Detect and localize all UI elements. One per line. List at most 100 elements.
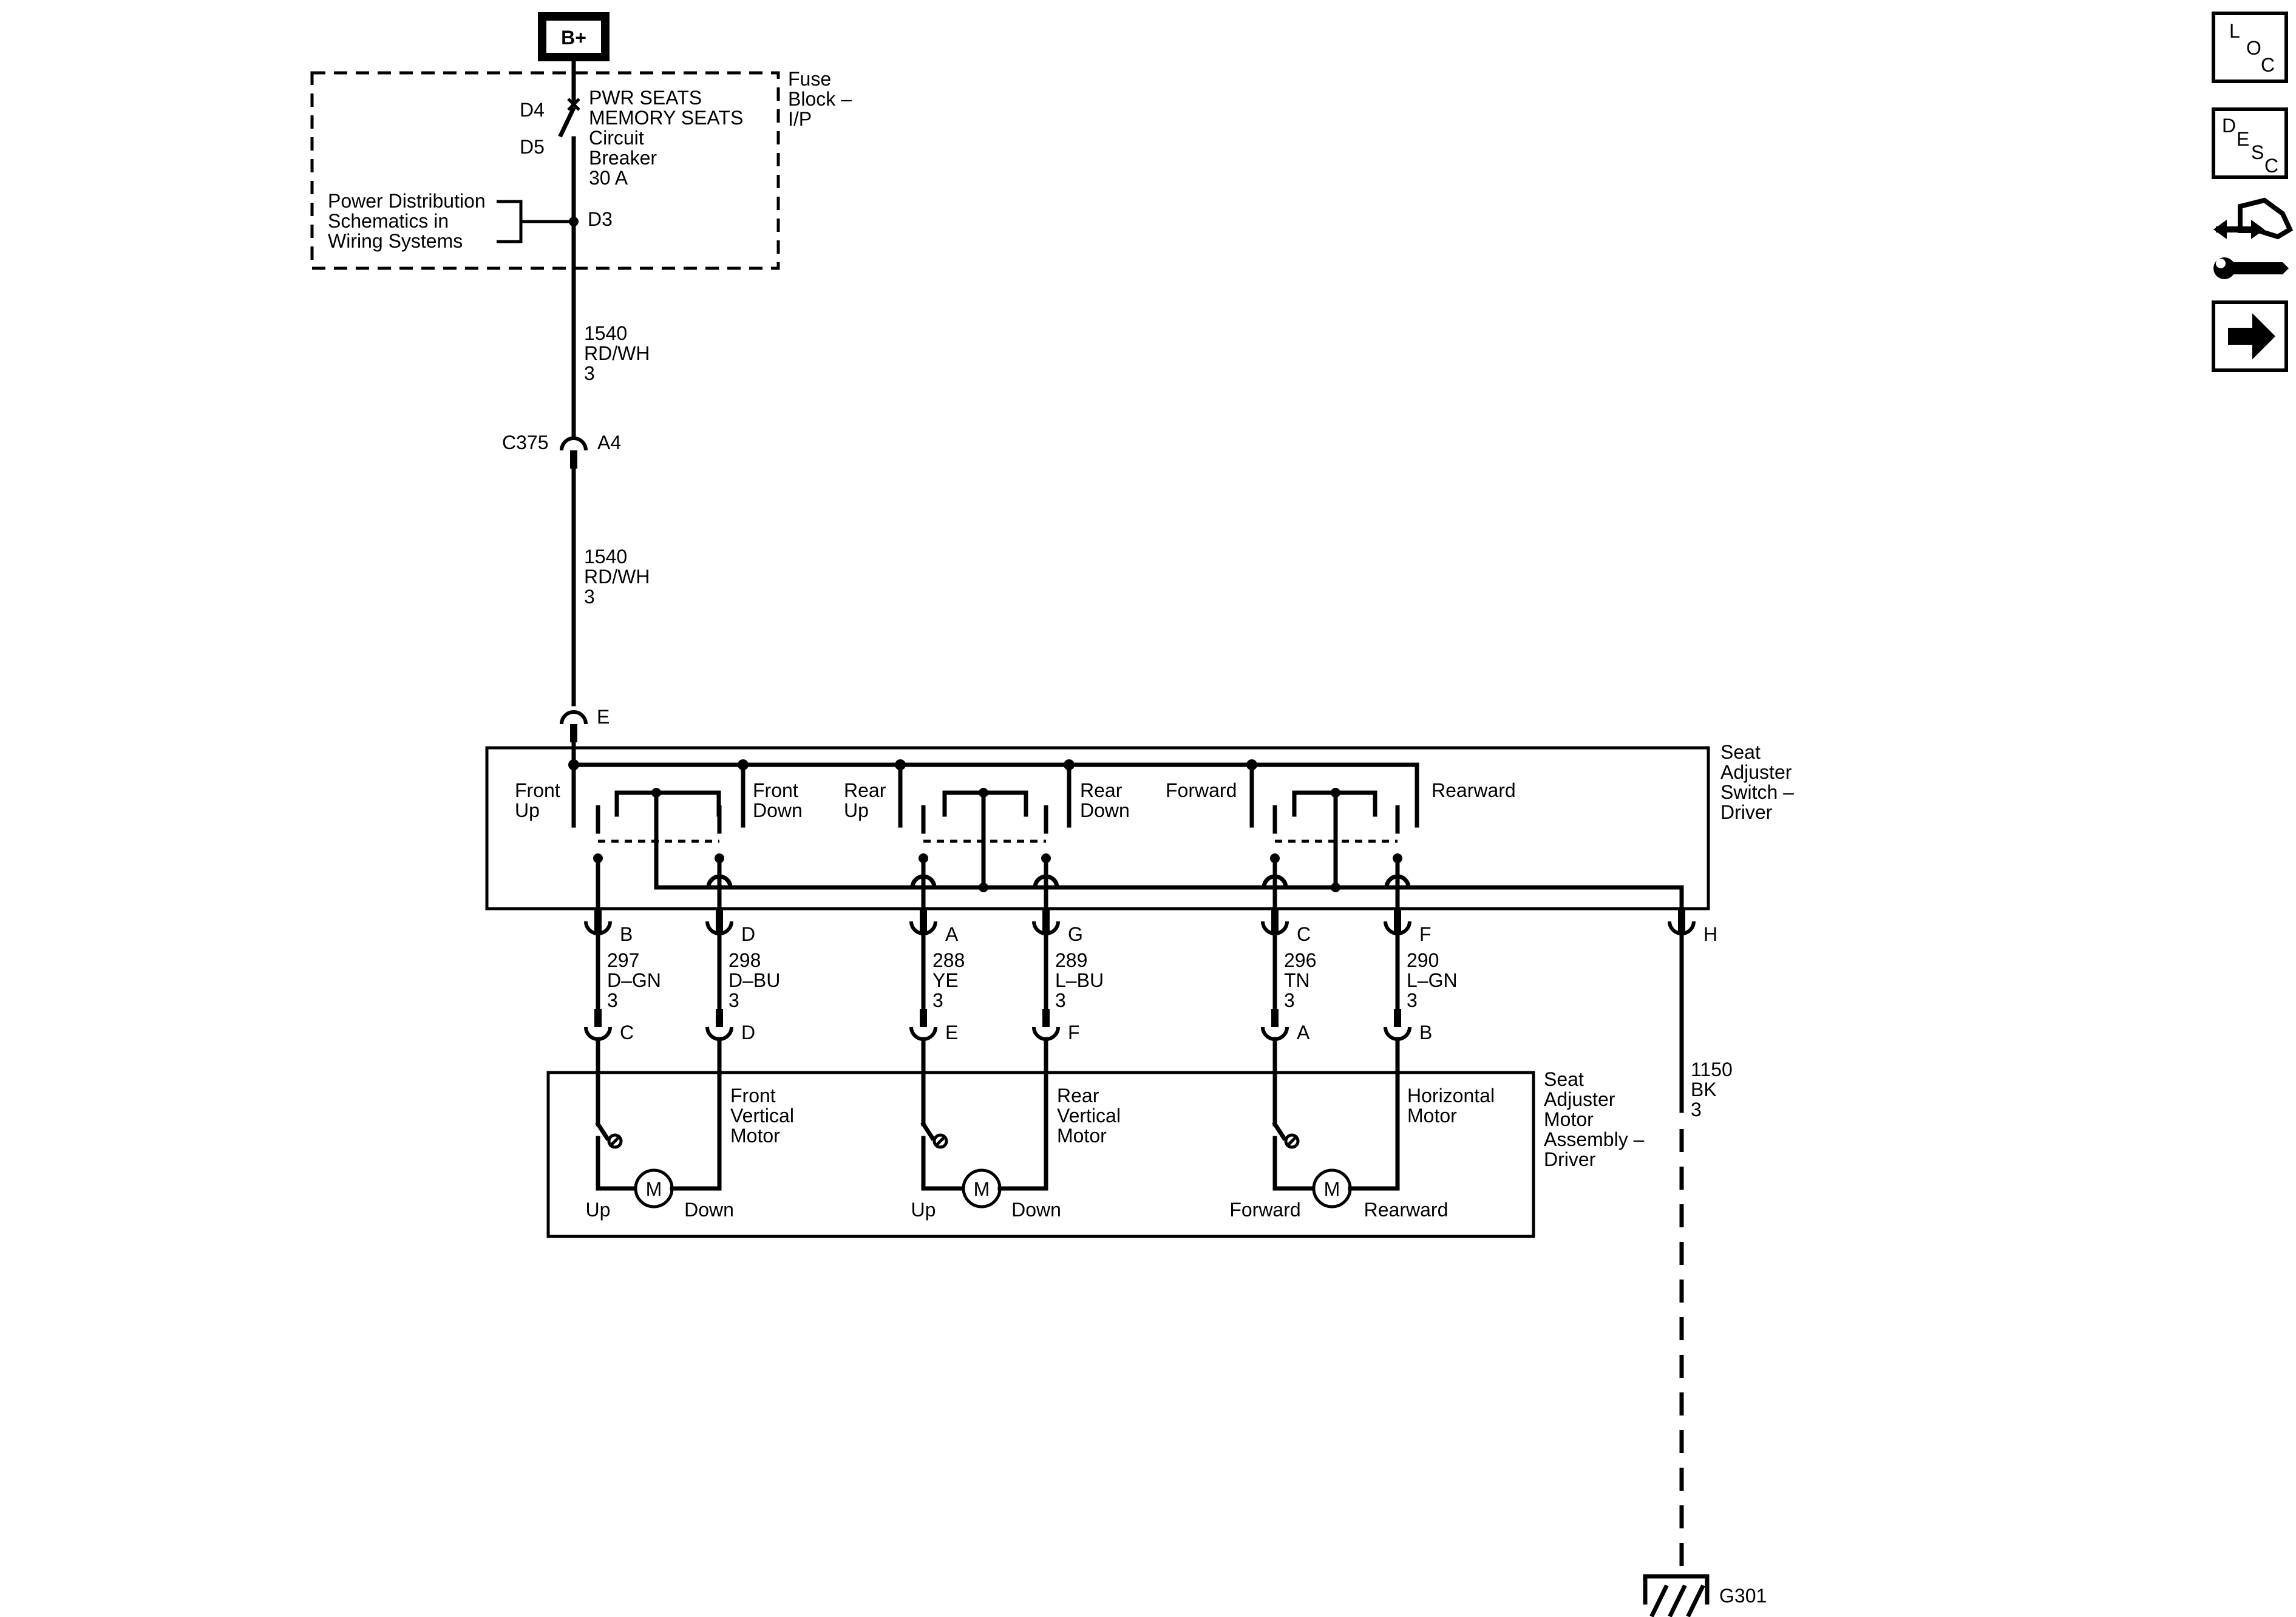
svg-text:Driver: Driver [1720,801,1773,823]
svg-text:A: A [1297,1022,1310,1043]
pin-d3: D3 [588,208,613,230]
svg-text:1150: 1150 [1691,1059,1733,1080]
svg-text:3: 3 [584,586,595,608]
svg-text:289: 289 [1055,949,1087,971]
svg-text:298: 298 [729,949,761,971]
svg-text:3: 3 [584,362,595,384]
svg-text:C375: C375 [502,432,549,453]
connector-repair-icon[interactable] [2213,197,2294,279]
svg-text:L–GN: L–GN [1407,969,1458,991]
svg-text:Seat: Seat [1720,741,1761,763]
seat-adjuster-switch-outline [485,746,1710,910]
svg-text:Down: Down [1080,799,1130,821]
switch-pin-c: C [1261,909,1311,945]
ground-g301: G301 [1643,1574,1767,1617]
pin-d5: D5 [520,136,545,158]
svg-text:MEMORY SEATS: MEMORY SEATS [589,107,743,129]
svg-text:Up: Up [515,799,540,821]
svg-text:Fuse: Fuse [788,68,831,90]
ground-wire-label: 1150 BK 3 [1691,1059,1733,1120]
seat-adjuster-switch-label: Seat Adjuster Switch – Driver [1720,741,1794,823]
motor-pin-f: F [1032,1009,1080,1043]
switch-output-connectors: B D A G C F H [584,909,1717,945]
svg-text:B: B [620,923,633,945]
switch-pin-b: B [584,909,633,945]
svg-text:Forward: Forward [1166,779,1237,801]
switch-pin-f: F [1384,909,1432,945]
switch-pin-a: A [909,909,959,945]
svg-text:Front: Front [515,779,560,801]
svg-text:F: F [1068,1022,1080,1043]
svg-text:D: D [741,1022,755,1043]
svg-text:E: E [945,1022,958,1043]
svg-text:Adjuster: Adjuster [1544,1088,1615,1110]
svg-text:Motor: Motor [1407,1105,1457,1127]
svg-text:H: H [1703,923,1717,945]
svg-text:RD/WH: RD/WH [584,342,650,364]
motor-pin-d: D [705,1009,755,1043]
desc-button[interactable]: D E S C [2212,107,2288,179]
svg-text:Down: Down [753,799,803,821]
motor-pin-c: C [584,1009,634,1043]
svg-text:Motor: Motor [1544,1108,1594,1130]
svg-text:3: 3 [1055,989,1066,1011]
svg-text:Block –: Block – [788,88,852,110]
svg-text:Motor: Motor [730,1125,780,1147]
svg-text:C: C [2261,54,2275,76]
svg-text:C: C [1297,923,1311,945]
switch-output-conductors [596,856,1411,924]
svg-text:Up: Up [586,1199,611,1221]
power-distribution-reference: Power Distribution Schematics in Wiring … [328,190,574,252]
switch-connector-e: E [560,706,610,742]
switch-section-horizontal [1270,788,1402,892]
svg-text:Rear: Rear [844,779,886,801]
fuse-block-label: Fuse Block – I/P [788,68,852,130]
svg-text:3: 3 [1284,989,1295,1011]
svg-text:288: 288 [932,949,965,971]
motor-pin-b: B [1384,1009,1432,1043]
svg-text:A: A [945,923,959,945]
motor-assembly-outline [546,1071,1535,1238]
svg-text:F: F [1419,923,1432,945]
svg-text:RD/WH: RD/WH [584,566,650,588]
switch-pin-d: D [705,909,755,945]
svg-text:Up: Up [844,799,869,821]
svg-text:Breaker: Breaker [589,147,657,169]
svg-text:1540: 1540 [584,322,627,344]
rear-vertical-motor: M Up Down Rear Vertical Motor [911,1037,1121,1221]
svg-text:E: E [2237,128,2249,150]
svg-text:YE: YE [932,969,959,991]
svg-text:C: C [620,1022,634,1043]
svg-text:Motor: Motor [1057,1125,1107,1147]
pin-d4: D4 [520,99,545,121]
svg-text:Rear: Rear [1080,779,1123,801]
motor-assembly-label: Seat Adjuster Motor Assembly – Driver [1544,1068,1645,1170]
svg-text:Front: Front [730,1085,776,1107]
svg-text:D: D [2222,115,2236,137]
svg-text:30 A: 30 A [589,167,628,189]
svg-text:Front: Front [753,779,798,801]
svg-text:3: 3 [729,989,739,1011]
svg-text:E: E [597,706,610,728]
switch-section-rear [919,788,1051,892]
loc-button[interactable]: L O C [2212,12,2288,83]
svg-text:Up: Up [911,1199,936,1221]
inline-connector-c375: C375 A4 [502,432,621,469]
svg-text:B+: B+ [561,27,586,49]
svg-text:Rearward: Rearward [1432,779,1516,801]
svg-text:Vertical: Vertical [1057,1105,1121,1127]
motor-pin-a: A [1261,1009,1310,1043]
svg-text:B: B [1419,1022,1432,1043]
svg-text:Switch –: Switch – [1720,781,1794,803]
svg-text:C: C [2264,155,2278,177]
next-arrow-icon[interactable] [2212,300,2288,372]
svg-text:Rearward: Rearward [1364,1199,1449,1221]
svg-text:3: 3 [1407,989,1418,1011]
svg-text:Schematics in: Schematics in [328,210,449,232]
svg-text:1540: 1540 [584,546,627,568]
circuit-breaker: D4 D5 D3 PWR SEATS MEMORY SEATS Circuit … [520,87,743,271]
